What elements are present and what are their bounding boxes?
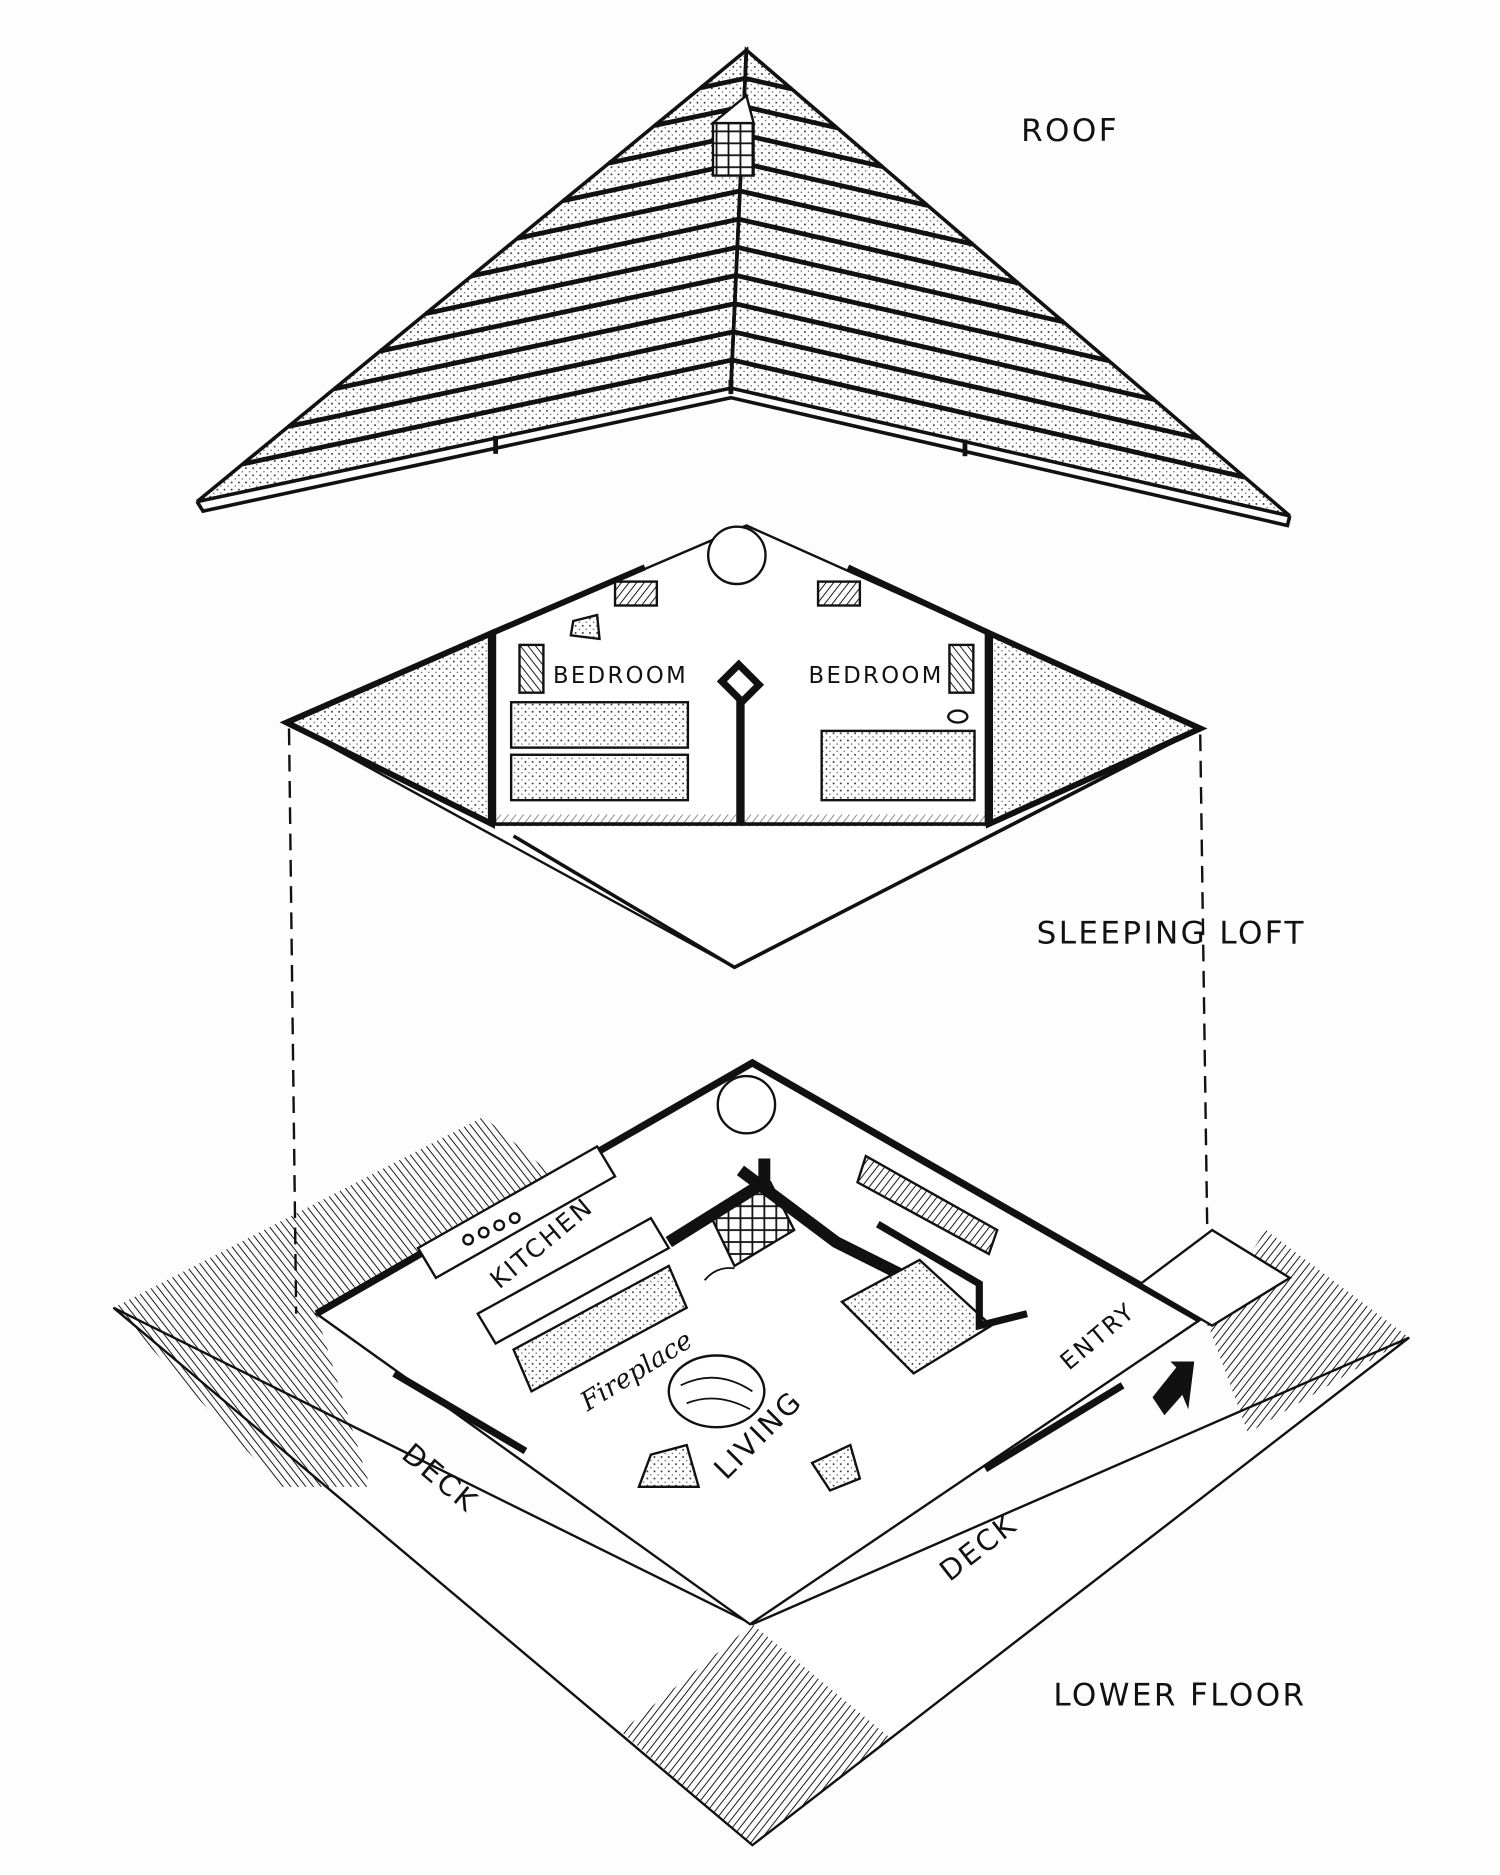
- sleeping-loft-label: SLEEPING LOFT: [1037, 915, 1306, 951]
- loft-open-left: [279, 628, 496, 829]
- spiral-stair-icon: [707, 525, 767, 586]
- bedroom-label-right: BEDROOM: [809, 663, 944, 689]
- lower-floor-label: LOWER FLOOR: [1053, 1677, 1306, 1713]
- loft-open-right: [985, 628, 1208, 829]
- deck-hatch-bottom: [621, 1624, 890, 1846]
- roof-label: ROOF: [1021, 113, 1119, 149]
- entry-arrow-icon: [1152, 1361, 1195, 1416]
- sleeping-loft-drawing: BEDROOM BEDROOM SLEEPING LOFT: [279, 524, 1306, 970]
- entry-stair: [1138, 1228, 1293, 1328]
- roof-drawing: ROOF: [195, 46, 1292, 528]
- chair-icon: [810, 1443, 862, 1492]
- spiral-stair-icon: [716, 1074, 777, 1135]
- roof-vent-icon: [711, 121, 755, 177]
- bedroom-label-left: BEDROOM: [553, 663, 688, 689]
- lower-floor-drawing: KITCHEN Fireplace LIVING ENTRY DECK DECK…: [112, 1058, 1410, 1847]
- coffee-table-icon: [667, 1354, 766, 1429]
- chair-icon: [637, 1443, 701, 1489]
